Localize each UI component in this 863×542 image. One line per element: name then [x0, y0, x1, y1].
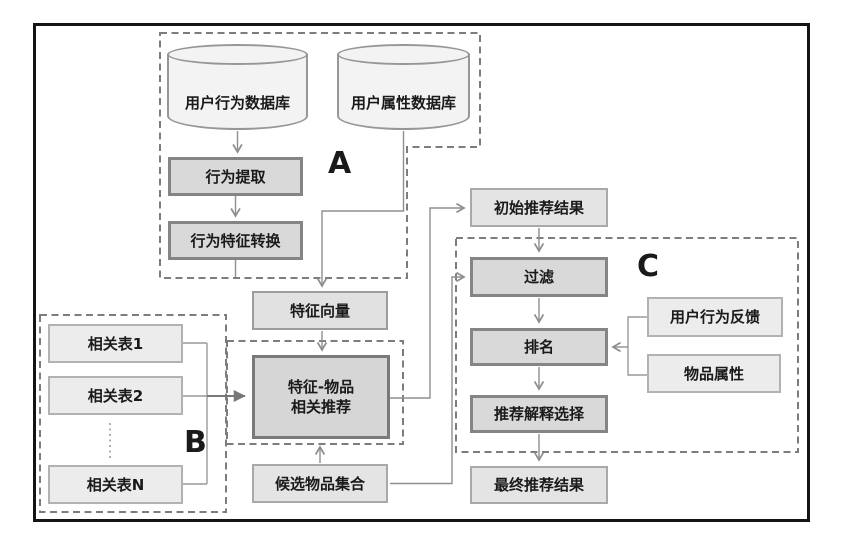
node-recommendation-explanation-selection: 推荐解释选择 [470, 395, 608, 433]
node-label: 相关表N [86, 475, 145, 494]
node-item-attributes: 物品属性 [647, 354, 781, 393]
edge-recommendation-to-initialresults [390, 202, 466, 399]
node-label: 物品属性 [683, 364, 744, 383]
edge-feedback-attributes-merge [627, 316, 647, 376]
node-user-behavior-feedback: 用户行为反馈 [647, 297, 783, 337]
node-user-attribute-db: 用户属性数据库 [337, 44, 470, 130]
node-feature-vector: 特征向量 [252, 291, 388, 330]
node-behavior-feature-conversion: 行为特征转换 [168, 221, 303, 260]
node-label: 相关表1 [87, 334, 144, 353]
edge-candidates-to-filter [390, 271, 466, 485]
group-c-outline [455, 237, 799, 453]
node-related-table-n: 相关表N [48, 465, 183, 504]
node-label: 行为提取 [205, 167, 266, 186]
group-recommendation-outline [226, 340, 404, 445]
diagram-frame [33, 23, 810, 522]
node-label-line1: 特征-物品 [287, 378, 355, 396]
node-label: 最终推荐结果 [493, 476, 584, 494]
group-a-outline [159, 32, 481, 279]
node-initial-recommendation-results: 初始推荐结果 [470, 188, 608, 227]
edge-attributedb-to-featurevector [316, 131, 405, 288]
node-label: 用户行为数据库 [184, 93, 290, 112]
label-group-c: C [637, 249, 660, 284]
node-label: 特征向量 [289, 301, 350, 320]
cylinder-top [167, 44, 308, 65]
node-behavior-extraction: 行为提取 [168, 157, 303, 196]
node-related-table-2: 相关表2 [48, 376, 183, 415]
group-b-outline [39, 314, 227, 513]
edge-related-tables-merge [183, 342, 208, 485]
node-label-line2: 相关推荐 [290, 398, 351, 416]
node-label: 过滤 [523, 268, 554, 286]
node-feature-item-recommendation: 特征-物品 相关推荐 [252, 355, 390, 439]
node-final-recommendation-results: 最终推荐结果 [470, 466, 608, 504]
node-label: 行为特征转换 [190, 231, 281, 250]
node-label: 推荐解释选择 [493, 405, 584, 423]
label-group-a: A [328, 146, 352, 181]
node-label: 用户属性数据库 [350, 93, 456, 112]
node-label: 初始推荐结果 [493, 198, 584, 217]
node-label: 相关表2 [87, 386, 144, 405]
node-label: 候选物品集合 [274, 474, 365, 493]
node-related-table-1: 相关表1 [48, 324, 183, 363]
cylinder-body [167, 54, 308, 130]
label-group-b: B [184, 425, 207, 460]
node-filter: 过滤 [470, 257, 608, 297]
node-label: 用户行为反馈 [669, 308, 760, 326]
node-candidate-item-set: 候选物品集合 [252, 464, 388, 503]
node-user-behavior-db: 用户行为数据库 [167, 44, 308, 130]
cylinder-body [337, 54, 470, 130]
node-ranking: 排名 [470, 328, 608, 366]
node-label: 排名 [523, 338, 554, 356]
cylinder-top [337, 44, 470, 65]
